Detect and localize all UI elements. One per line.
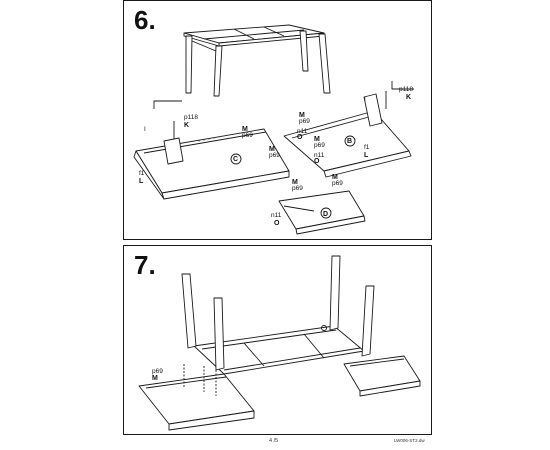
panel-c-badge: C (233, 156, 238, 163)
panel-d-badge: D (323, 211, 328, 218)
page-number: 4 /5 (269, 438, 279, 444)
part-p69-label-c2: p69 (269, 152, 280, 159)
part-m-label-d: M (292, 179, 298, 186)
part-m-label-b2: M (314, 136, 320, 143)
upturned-frame (181, 255, 375, 375)
part-n11-label-b: n11 (297, 128, 308, 135)
part-p118-label-right: p118 (399, 86, 413, 93)
part-p69-label-d2: p69 (332, 180, 343, 187)
part-n11-label-d: n11 (271, 212, 282, 219)
part-n11-label-b2: n11 (314, 152, 325, 159)
part-l-label-right: L (364, 152, 369, 159)
part-p69-label-b2: p69 (314, 142, 325, 149)
part-p69-label-d: p69 (292, 185, 303, 192)
step-6-illustration (133, 24, 414, 235)
part-m-label-c2: M (269, 146, 275, 153)
part-p69-label-b: p69 (299, 118, 310, 125)
document-id: LW006-ST2.dw (394, 438, 425, 443)
part-i-marker: I (144, 126, 146, 133)
part-i-marker-right: I (364, 96, 366, 103)
part-k-label-left: K (184, 122, 189, 129)
part-p69-label-c: p69 (242, 132, 253, 139)
part-m-label-step7: M (152, 375, 158, 382)
part-p118-label-left: p118 (184, 114, 198, 121)
panel-b-badge: B (347, 138, 352, 145)
step-7-illustration (138, 255, 421, 431)
part-l-label-left: L (139, 178, 144, 185)
part-o-label-d: O (274, 220, 280, 227)
part-f1-label-left: f1 (139, 170, 145, 177)
part-k-label-right: K (406, 94, 411, 101)
part-o-label-b2: O (314, 158, 320, 165)
table-frame-assembly (183, 24, 331, 97)
tabletop-left (138, 364, 255, 431)
step-7-number: 7. (134, 250, 156, 280)
tabletop-panel-b (283, 81, 414, 178)
part-p69-label-step7: p69 (152, 368, 163, 375)
part-m-label-d2: M (332, 174, 338, 181)
part-o-label-b: O (297, 134, 303, 141)
tabletop-right (343, 355, 421, 397)
part-f1-label-right: f1 (364, 144, 370, 151)
tabletop-panel-c (133, 100, 290, 200)
part-m-label-b: M (299, 112, 305, 119)
step-7-panel: 7. (123, 245, 432, 435)
step-6-number: 6. (134, 5, 156, 35)
part-m-label-c: M (242, 126, 248, 133)
step-6-panel: 6. (123, 0, 432, 240)
tabletop-panel-d (278, 190, 366, 235)
